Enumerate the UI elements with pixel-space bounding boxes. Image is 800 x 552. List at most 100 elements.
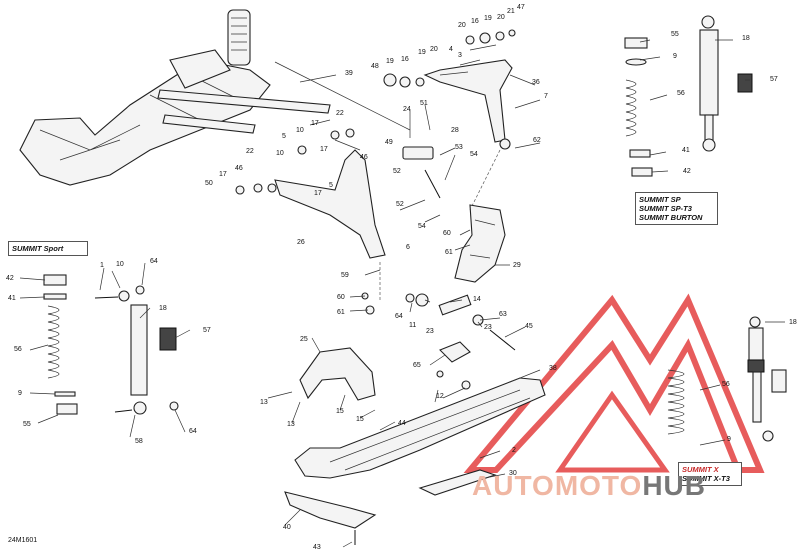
callout-56[interactable]: 56 bbox=[14, 346, 22, 353]
callout-48[interactable]: 48 bbox=[371, 63, 379, 70]
callout-9[interactable]: 9 bbox=[18, 390, 22, 397]
callout-28[interactable]: 28 bbox=[451, 127, 459, 134]
callout-6[interactable]: 6 bbox=[406, 244, 410, 251]
callout-63[interactable]: 63 bbox=[499, 311, 507, 318]
callout-17[interactable]: 17 bbox=[219, 171, 227, 178]
callout-58[interactable]: 58 bbox=[135, 438, 143, 445]
callout-60[interactable]: 60 bbox=[337, 294, 345, 301]
callout-5[interactable]: 5 bbox=[329, 182, 333, 189]
callout-20[interactable]: 20 bbox=[497, 14, 505, 21]
callout-18[interactable]: 18 bbox=[742, 35, 750, 42]
callout-49[interactable]: 49 bbox=[385, 139, 393, 146]
upper-a-arm bbox=[423, 59, 513, 211]
callout-61[interactable]: 61 bbox=[337, 309, 345, 316]
callout-65[interactable]: 65 bbox=[413, 362, 421, 369]
callout-18[interactable]: 18 bbox=[159, 305, 167, 312]
callout-23[interactable]: 23 bbox=[426, 328, 434, 335]
callout-41[interactable]: 41 bbox=[682, 147, 690, 154]
callout-13[interactable]: 13 bbox=[287, 421, 295, 428]
callout-19[interactable]: 19 bbox=[484, 15, 492, 22]
callout-19[interactable]: 19 bbox=[386, 58, 394, 65]
callout-17[interactable]: 17 bbox=[314, 190, 322, 197]
callout-9[interactable]: 9 bbox=[673, 53, 677, 60]
callout-59[interactable]: 59 bbox=[341, 272, 349, 279]
callout-42[interactable]: 42 bbox=[683, 168, 691, 175]
callout-10[interactable]: 10 bbox=[276, 150, 284, 157]
model-box-summit-sport: SUMMIT Sport bbox=[8, 241, 88, 256]
callout-9[interactable]: 9 bbox=[727, 436, 731, 443]
callout-61[interactable]: 61 bbox=[445, 249, 453, 256]
callout-14[interactable]: 14 bbox=[473, 296, 481, 303]
callout-30[interactable]: 30 bbox=[509, 470, 517, 477]
callout-41[interactable]: 41 bbox=[8, 295, 16, 302]
lower-a-arm bbox=[274, 149, 386, 300]
callout-11[interactable]: 11 bbox=[409, 322, 417, 329]
callout-3[interactable]: 3 bbox=[458, 52, 462, 59]
callout-55[interactable]: 55 bbox=[23, 421, 31, 428]
callout-54[interactable]: 54 bbox=[470, 151, 478, 158]
shock-assembly-sp bbox=[624, 15, 753, 177]
callout-40[interactable]: 40 bbox=[283, 524, 291, 531]
callout-50[interactable]: 50 bbox=[205, 180, 213, 187]
callout-12[interactable]: 12 bbox=[436, 393, 444, 400]
callout-15[interactable]: 15 bbox=[336, 408, 344, 415]
callout-4[interactable]: 4 bbox=[449, 46, 453, 53]
callout-10[interactable]: 10 bbox=[296, 127, 304, 134]
callout-29[interactable]: 29 bbox=[513, 262, 521, 269]
callout-16[interactable]: 16 bbox=[401, 56, 409, 63]
callout-43[interactable]: 43 bbox=[313, 544, 321, 551]
callout-17[interactable]: 17 bbox=[320, 146, 328, 153]
callout-64[interactable]: 64 bbox=[395, 313, 403, 320]
callout-16[interactable]: 16 bbox=[471, 18, 479, 25]
hardware-center bbox=[405, 293, 516, 390]
callout-17[interactable]: 17 bbox=[311, 120, 319, 127]
callout-55[interactable]: 55 bbox=[671, 31, 679, 38]
callout-47[interactable]: 47 bbox=[517, 4, 525, 11]
callout-2[interactable]: 2 bbox=[512, 447, 516, 454]
callout-62[interactable]: 62 bbox=[533, 137, 541, 144]
callout-44[interactable]: 44 bbox=[398, 420, 406, 427]
callout-15[interactable]: 15 bbox=[356, 416, 364, 423]
callout-60[interactable]: 60 bbox=[443, 230, 451, 237]
model-label: SUMMIT SP bbox=[639, 195, 681, 204]
callout-57[interactable]: 57 bbox=[203, 327, 211, 334]
model-label: SUMMIT X bbox=[682, 465, 719, 474]
callout-1[interactable]: 1 bbox=[100, 262, 104, 269]
callout-21[interactable]: 21 bbox=[507, 8, 515, 15]
callout-36[interactable]: 36 bbox=[532, 79, 540, 86]
model-label: SUMMIT X-T3 bbox=[682, 474, 730, 483]
callout-39[interactable]: 39 bbox=[345, 70, 353, 77]
callout-53[interactable]: 53 bbox=[455, 144, 463, 151]
callout-56[interactable]: 56 bbox=[677, 90, 685, 97]
callout-24[interactable]: 24 bbox=[403, 106, 411, 113]
callout-56[interactable]: 56 bbox=[722, 381, 730, 388]
callout-52[interactable]: 52 bbox=[396, 201, 404, 208]
callout-51[interactable]: 51 bbox=[420, 100, 428, 107]
callout-22[interactable]: 22 bbox=[336, 110, 344, 117]
callout-46[interactable]: 46 bbox=[360, 154, 368, 161]
callout-38[interactable]: 38 bbox=[549, 365, 557, 372]
callout-7[interactable]: 7 bbox=[544, 93, 548, 100]
callout-23[interactable]: 23 bbox=[484, 324, 492, 331]
callout-20[interactable]: 20 bbox=[430, 46, 438, 53]
callout-20[interactable]: 20 bbox=[458, 22, 466, 29]
watermark-text: AUTOMOTOHUB bbox=[472, 470, 706, 502]
callout-42[interactable]: 42 bbox=[6, 275, 14, 282]
callout-52[interactable]: 52 bbox=[393, 168, 401, 175]
callout-26[interactable]: 26 bbox=[297, 239, 305, 246]
callout-18[interactable]: 18 bbox=[789, 319, 797, 326]
callout-10[interactable]: 10 bbox=[116, 261, 124, 268]
callout-54[interactable]: 54 bbox=[418, 223, 426, 230]
callout-13[interactable]: 13 bbox=[260, 399, 268, 406]
callout-5[interactable]: 5 bbox=[282, 133, 286, 140]
callout-57[interactable]: 57 bbox=[770, 76, 778, 83]
callout-19[interactable]: 19 bbox=[418, 49, 426, 56]
callout-64[interactable]: 64 bbox=[150, 258, 158, 265]
callout-22[interactable]: 22 bbox=[246, 148, 254, 155]
ski bbox=[284, 347, 546, 545]
callout-45[interactable]: 45 bbox=[525, 323, 533, 330]
callout-64[interactable]: 64 bbox=[189, 428, 197, 435]
callout-46[interactable]: 46 bbox=[235, 165, 243, 172]
callout-25[interactable]: 25 bbox=[300, 336, 308, 343]
